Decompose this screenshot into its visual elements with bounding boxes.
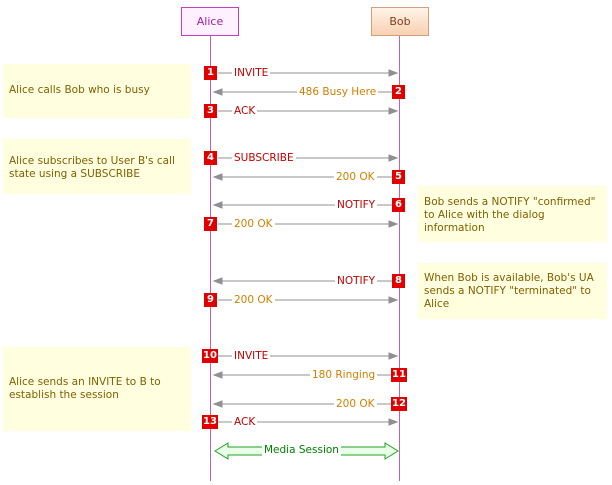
message-label-11: 180 Ringing xyxy=(310,369,378,381)
message-label-13: ACK xyxy=(232,416,258,428)
step-badge-5: 5 xyxy=(392,170,405,184)
step-badge-1: 1 xyxy=(204,66,217,80)
step-badge-10: 10 xyxy=(202,349,218,363)
lifeline-alice xyxy=(210,36,211,481)
message-label-5: 200 OK xyxy=(334,171,377,183)
note-busy: Alice calls Bob who is busy xyxy=(3,64,191,118)
message-label-2: 486 Busy Here xyxy=(297,86,379,98)
step-badge-13: 13 xyxy=(202,415,218,429)
message-label-3: ACK xyxy=(232,105,258,117)
step-badge-2: 2 xyxy=(392,85,405,99)
note-subscribe: Alice subscribes to User B's call state … xyxy=(3,139,191,194)
lifeline-bob xyxy=(399,36,400,481)
participant-bob: Bob xyxy=(371,7,429,36)
step-badge-8: 8 xyxy=(392,274,405,288)
message-label-4: SUBSCRIBE xyxy=(232,152,296,164)
participant-alice: Alice xyxy=(181,7,239,36)
step-badge-11: 11 xyxy=(391,368,407,382)
media-session-label: Media Session xyxy=(262,444,341,456)
note-notify-confirmed: Bob sends a NOTIFY "confirmed" to Alice … xyxy=(418,186,607,242)
step-badge-7: 7 xyxy=(204,217,217,231)
step-badge-3: 3 xyxy=(204,104,217,118)
message-label-1: INVITE xyxy=(232,67,271,79)
step-badge-12: 12 xyxy=(391,397,407,411)
message-label-12: 200 OK xyxy=(334,398,377,410)
message-label-7: 200 OK xyxy=(232,218,275,230)
step-badge-9: 9 xyxy=(204,293,217,307)
message-label-8: NOTIFY xyxy=(335,275,378,287)
message-label-10: INVITE xyxy=(232,350,271,362)
step-badge-6: 6 xyxy=(392,198,405,212)
message-label-9: 200 OK xyxy=(232,294,275,306)
note-notify-terminated: When Bob is available, Bob's UA sends a … xyxy=(418,263,607,319)
message-label-6: NOTIFY xyxy=(335,199,378,211)
note-invite: Alice sends an INVITE to B to establish … xyxy=(3,347,191,431)
step-badge-4: 4 xyxy=(204,151,217,165)
